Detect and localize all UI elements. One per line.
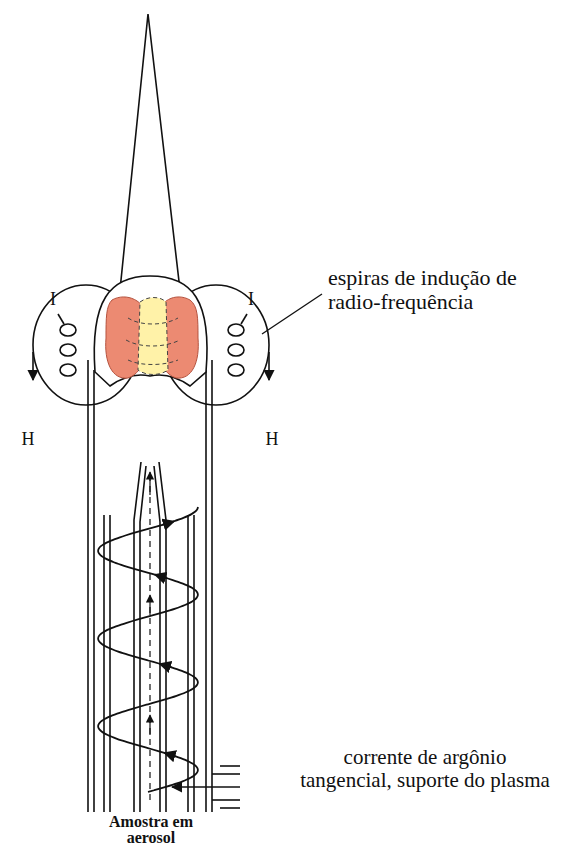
- argon-inlet: [220, 765, 240, 767]
- leader-line: [262, 294, 322, 334]
- argon-swirl: [98, 507, 198, 792]
- induction-coil: [241, 314, 247, 324]
- argon-swirl: [164, 753, 175, 757]
- magnetic-field-loop: [268, 352, 270, 380]
- argon-swirl: [98, 507, 198, 792]
- sample-axis: [149, 595, 150, 615]
- leader-line: [262, 294, 322, 334]
- induction-coil: [60, 344, 76, 356]
- sample-axis: [149, 715, 150, 735]
- plasma-core: [126, 298, 180, 375]
- sample-axis: [149, 470, 150, 800]
- flame-cone: [120, 14, 180, 290]
- current-symbol: I: [46, 290, 60, 309]
- torch-tube: [205, 370, 207, 812]
- flame-cone: [120, 14, 180, 290]
- plasma-core: [138, 298, 168, 375]
- induction-coil: [60, 324, 76, 336]
- sample-axis: [149, 470, 150, 800]
- torch-tube: [87, 360, 89, 812]
- field-symbol: H: [262, 430, 282, 449]
- argon-inlet: [172, 786, 240, 788]
- plasma-envelope: [94, 276, 207, 386]
- torch-tube: [154, 466, 160, 812]
- plasma-hot-zone: [106, 297, 199, 378]
- torch-tube: [193, 515, 195, 812]
- sample-axis: [149, 472, 150, 495]
- argon-swirl: [160, 664, 172, 668]
- argon-inlet: [220, 807, 240, 809]
- sample-label: Amostra em aerosol: [96, 814, 206, 846]
- torch-tube: [93, 370, 95, 812]
- induction-coil: [58, 314, 64, 324]
- current-symbol: I: [244, 290, 258, 309]
- magnetic-field-loop: [32, 352, 34, 380]
- induction-coil: [228, 344, 244, 356]
- induction-coil: [58, 314, 247, 376]
- magnetic-field-loop: [33, 285, 269, 405]
- torch-tube: [187, 515, 189, 812]
- induction-coil: [228, 324, 244, 336]
- torch-tube: [211, 360, 213, 812]
- induction-coil: [228, 364, 244, 376]
- torch-tube: [88, 360, 212, 812]
- torch-tube: [140, 466, 146, 812]
- field-symbol: H: [18, 430, 38, 449]
- plasma-envelope: [94, 276, 207, 386]
- argon-label: corrente de argônio tangencial, suporte …: [300, 746, 550, 791]
- torch-tube: [103, 515, 105, 812]
- plasma-core: [126, 318, 180, 365]
- argon-inlet: [212, 799, 240, 801]
- argon-inlet: [212, 773, 240, 775]
- argon-inlet: [172, 766, 240, 808]
- coil-label: espiras de indução de radio-frequência: [328, 266, 562, 314]
- induction-coil: [60, 364, 76, 376]
- argon-swirl: [155, 575, 167, 579]
- argon-swirl: [163, 521, 175, 525]
